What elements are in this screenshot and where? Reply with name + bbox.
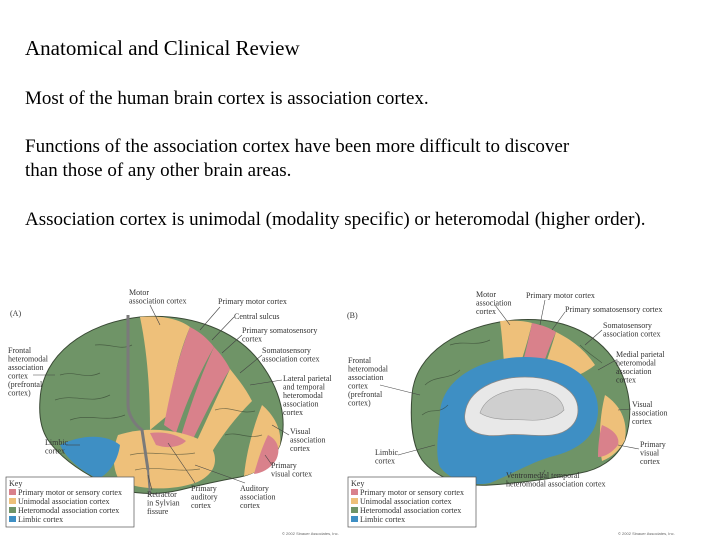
bullet-3: Association cortex is unimodal (modality… bbox=[25, 209, 646, 230]
bullet-2-line-1: Functions of the association cortex have… bbox=[25, 136, 570, 157]
label-primary-somato: Primary somatosensory cortex bbox=[565, 305, 662, 314]
leader-line bbox=[264, 454, 273, 466]
bullet-1: Most of the human brain cortex is associ… bbox=[25, 88, 429, 109]
key-title: Key bbox=[351, 479, 364, 488]
key-swatch-primary bbox=[9, 489, 16, 495]
key-title: Key bbox=[9, 479, 22, 488]
leader-line bbox=[221, 334, 243, 354]
slide-title: Anatomical and Clinical Review bbox=[25, 36, 300, 60]
key-item-primary: Primary motor or sensory cortex bbox=[18, 488, 122, 497]
leader-line bbox=[539, 299, 546, 326]
label-central-sulcus: Central sulcus bbox=[234, 312, 280, 321]
figure-a-panel-label: (A) bbox=[10, 309, 21, 318]
leader-line bbox=[149, 304, 161, 326]
key-item-limbic: Limbic cortex bbox=[18, 515, 63, 524]
leader-line bbox=[271, 424, 290, 436]
lateral-brain-illustration bbox=[39, 315, 284, 496]
leader-line bbox=[597, 359, 617, 371]
label-primary-motor: Primary motor cortex bbox=[526, 291, 595, 300]
medial-brain-illustration bbox=[410, 318, 631, 486]
key-item-primary: Primary motor or sensory cortex bbox=[360, 488, 464, 497]
key-item-unimodal: Unimodal association cortex bbox=[360, 497, 452, 506]
key-swatch-heteromodal bbox=[9, 507, 16, 513]
leader-line bbox=[249, 379, 283, 386]
leader-line bbox=[617, 408, 632, 411]
leader-line bbox=[194, 464, 246, 484]
leader-line bbox=[397, 444, 436, 456]
leader-line bbox=[539, 469, 546, 481]
label-primary-motor: Primary motor cortex bbox=[218, 297, 287, 306]
figure-a-lateral-brain: (A) bbox=[0, 285, 340, 540]
leader-line bbox=[199, 306, 221, 331]
leader-line bbox=[584, 329, 603, 346]
figure-b-key: Key Primary motor or sensory cortex Unim… bbox=[347, 476, 477, 528]
leader-line bbox=[211, 316, 235, 341]
figure-a-copyright: © 2002 Sinauer Associates, Inc. bbox=[282, 531, 339, 536]
bullet-2-line-2: than those of any other brain areas. bbox=[25, 160, 292, 181]
key-swatch-unimodal bbox=[9, 498, 16, 504]
key-item-heteromodal: Heteromodal association cortex bbox=[18, 506, 119, 515]
leader-line bbox=[167, 442, 196, 484]
figure-b-panel-label: (B) bbox=[347, 311, 358, 320]
leader-line bbox=[379, 384, 421, 396]
leader-line bbox=[239, 354, 263, 374]
key-item-heteromodal: Heteromodal association cortex bbox=[360, 506, 461, 515]
key-swatch-heteromodal bbox=[351, 507, 358, 513]
leader-line bbox=[147, 474, 153, 491]
key-item-unimodal: Unimodal association cortex bbox=[18, 497, 110, 506]
key-swatch-unimodal bbox=[351, 498, 358, 504]
leader-line bbox=[494, 304, 511, 326]
key-swatch-limbic bbox=[9, 516, 16, 522]
key-item-limbic: Limbic cortex bbox=[360, 515, 405, 524]
key-swatch-limbic bbox=[351, 516, 358, 522]
leader-line bbox=[551, 311, 566, 331]
figure-a-key: Key Primary motor or sensory cortex Unim… bbox=[5, 476, 135, 528]
leader-line bbox=[617, 444, 640, 450]
figure-b-copyright: © 2002 Sinauer Associates, Inc. bbox=[618, 531, 675, 536]
key-swatch-primary bbox=[351, 489, 358, 495]
